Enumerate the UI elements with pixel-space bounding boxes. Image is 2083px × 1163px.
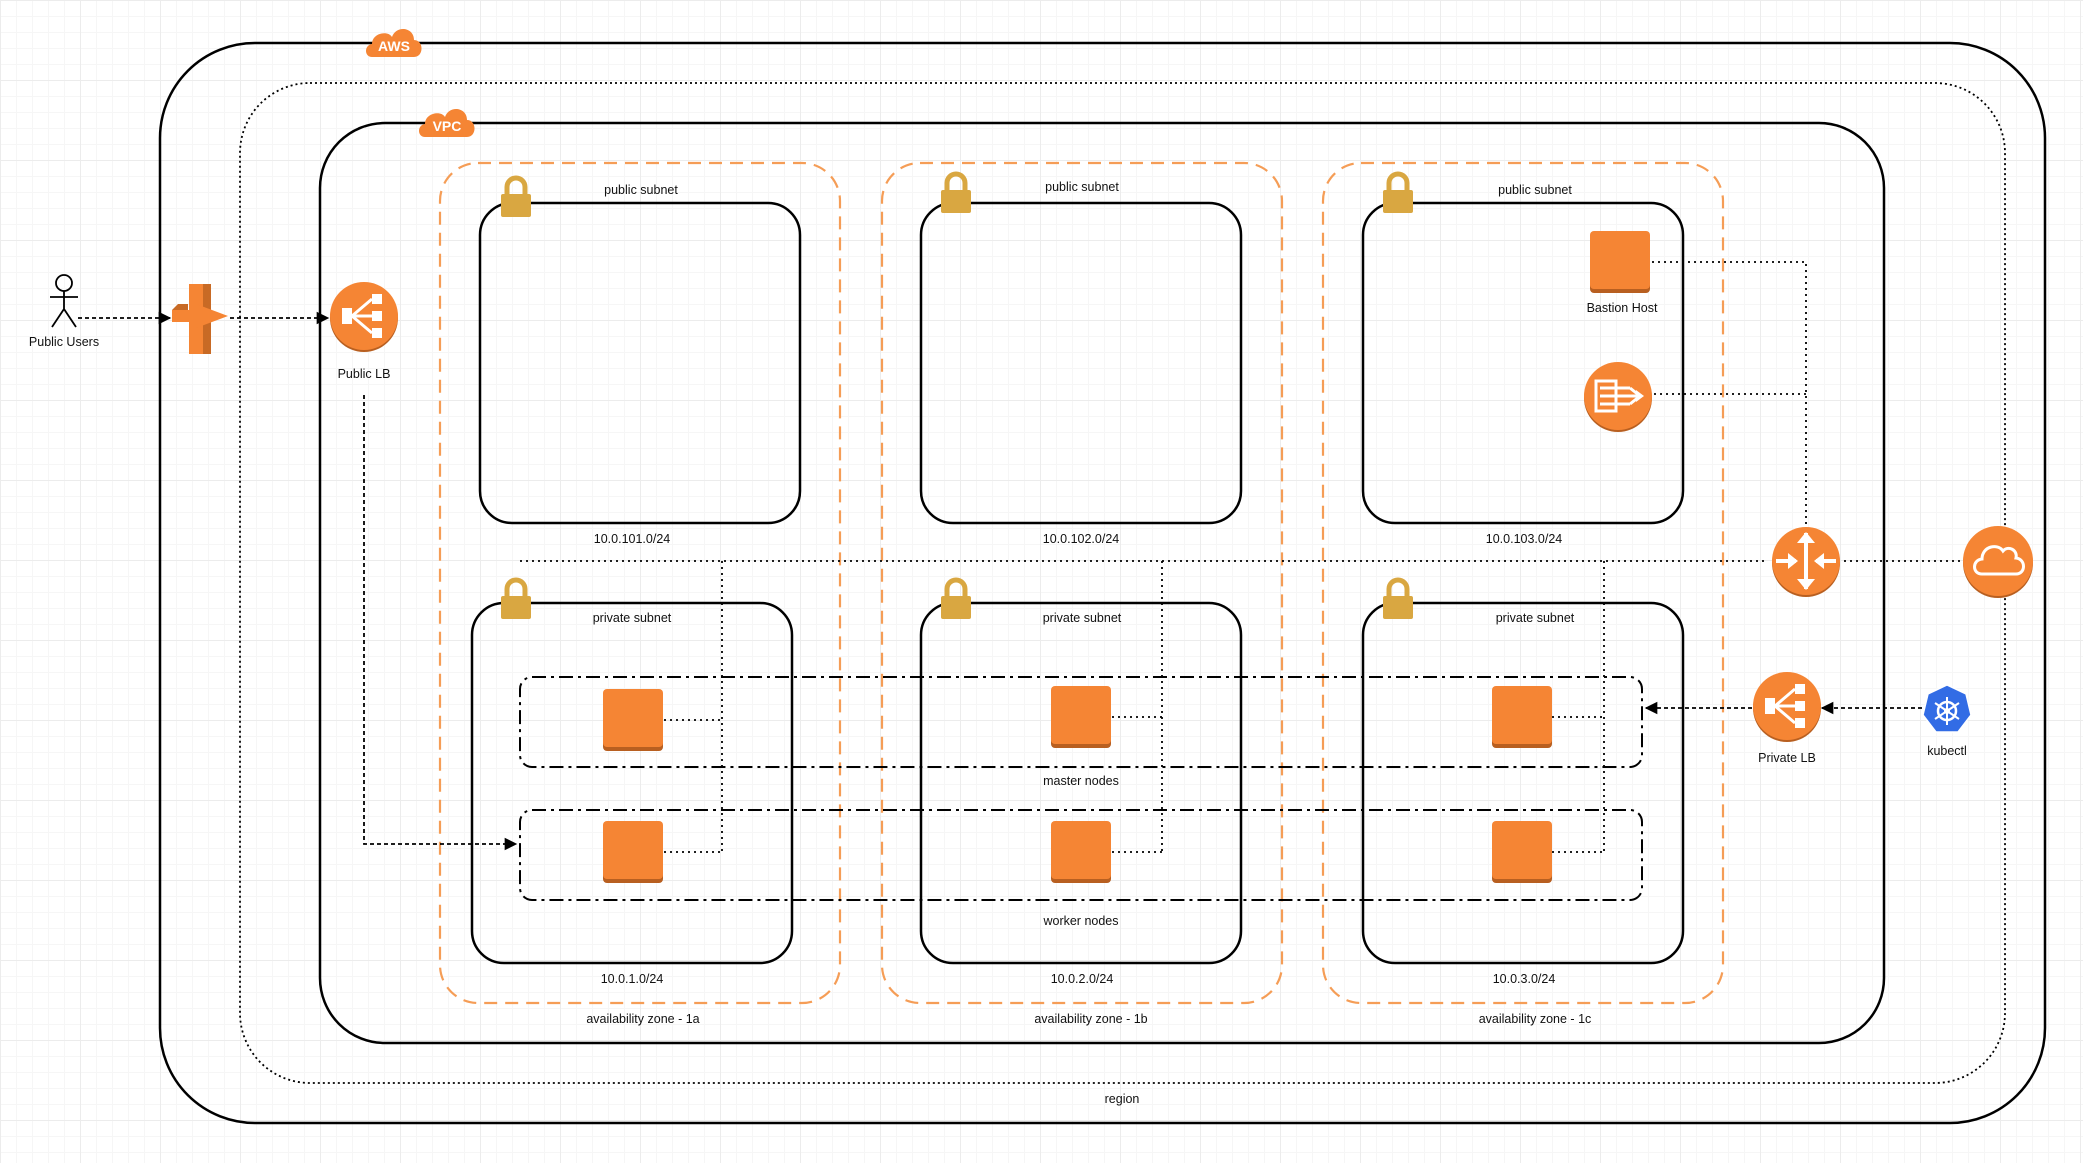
connectors: [78, 261, 1962, 853]
ec2-instance-icon[interactable]: [603, 821, 663, 883]
ec2-instance-icon[interactable]: [603, 689, 663, 751]
az-1a-label: availability zone - 1a: [586, 1012, 699, 1026]
public-subnet-1b-title: public subnet: [1045, 180, 1119, 194]
public-subnet-1a: [478, 201, 802, 525]
az-1b-label: availability zone - 1b: [1034, 1012, 1147, 1026]
public-load-balancer[interactable]: Public LB: [328, 280, 400, 381]
bastion-host[interactable]: Bastion Host: [1587, 231, 1658, 315]
cloud-icon: [1963, 526, 2033, 598]
region-container: [239, 82, 2006, 1084]
az-1c-label: availability zone - 1c: [1479, 1012, 1592, 1026]
router[interactable]: [1772, 527, 1840, 597]
private-subnet-1a: [470, 601, 794, 965]
load-balancer-icon: [1751, 670, 1823, 744]
private-subnet-1a-cidr: 10.0.1.0/24: [601, 972, 664, 986]
ec2-instance-icon[interactable]: [1492, 686, 1552, 748]
private-subnet-1b-title: private subnet: [1043, 611, 1122, 625]
load-balancer-icon: [328, 280, 400, 354]
public-subnet-1b: [919, 201, 1243, 525]
private-subnet-1c-title: private subnet: [1496, 611, 1575, 625]
region-label: region: [1105, 1092, 1140, 1106]
edge-public-lb-to-workers: [363, 395, 518, 851]
master-nodes-label: master nodes: [1043, 774, 1119, 788]
actor-icon: [50, 274, 78, 328]
private-subnet-1b: [919, 601, 1243, 965]
vpc-badge: VPC: [419, 109, 475, 137]
availability-zone-1c: [1321, 161, 1725, 1005]
router-icon: [1772, 527, 1840, 597]
private-subnet-1b-cidr: 10.0.2.0/24: [1051, 972, 1114, 986]
public-subnet-1c-title: public subnet: [1498, 183, 1572, 197]
lock-icon: [941, 580, 971, 619]
public-users[interactable]: Public Users: [29, 274, 99, 349]
ec2-instance-icon[interactable]: [1051, 821, 1111, 883]
master-nodes-group: [519, 676, 1643, 768]
private-subnet-1a-title: private subnet: [593, 611, 672, 625]
private-subnet-1c: [1361, 601, 1685, 965]
vpn-cloud[interactable]: [1963, 526, 2033, 598]
public-subnet-1a-title: public subnet: [604, 183, 678, 197]
lock-icon: [1383, 580, 1413, 619]
worker-nodes-group: [519, 809, 1643, 901]
private-subnet-1c-cidr: 10.0.3.0/24: [1493, 972, 1556, 986]
ec2-instance-icon: [1590, 231, 1650, 293]
public-lb-label: Public LB: [338, 367, 391, 381]
internet-gateway[interactable]: [172, 284, 228, 354]
lock-icon: [501, 580, 531, 619]
kubectl-label: kubectl: [1927, 744, 1967, 758]
private-load-balancer[interactable]: Private LB: [1751, 670, 1823, 765]
availability-zone-1a: [438, 161, 842, 1005]
edge-bastion-to-router: [1652, 261, 1807, 528]
public-users-label: Public Users: [29, 335, 99, 349]
aws-label: AWS: [378, 38, 410, 54]
public-subnet-1c-cidr: 10.0.103.0/24: [1486, 532, 1563, 546]
public-subnet-1b-cidr: 10.0.102.0/24: [1043, 532, 1120, 546]
ec2-instance-icon[interactable]: [1492, 821, 1552, 883]
lock-icon: [501, 178, 531, 217]
private-lb-label: Private LB: [1758, 751, 1816, 765]
ec2-instance-icon[interactable]: [1051, 686, 1111, 748]
lock-icon: [941, 174, 971, 213]
bastion-host-label: Bastion Host: [1587, 301, 1658, 315]
vpc-label: VPC: [433, 118, 462, 134]
kubernetes-icon: [1922, 684, 1972, 733]
vpc-container: [318, 121, 1886, 1045]
availability-zone-1b: [880, 161, 1284, 1005]
nat-gateway-icon: [1584, 362, 1652, 432]
public-subnet-1c: [1361, 201, 1685, 525]
kubectl[interactable]: kubectl: [1922, 684, 1972, 758]
aws-cloud-container: [158, 41, 2047, 1125]
worker-nodes-label: worker nodes: [1042, 914, 1118, 928]
lock-icon: [1383, 174, 1413, 213]
aws-cloud-badge: AWS: [366, 29, 422, 57]
nat-gateway[interactable]: [1584, 362, 1652, 432]
internet-gateway-icon: [172, 284, 228, 354]
public-subnet-1a-cidr: 10.0.101.0/24: [594, 532, 671, 546]
